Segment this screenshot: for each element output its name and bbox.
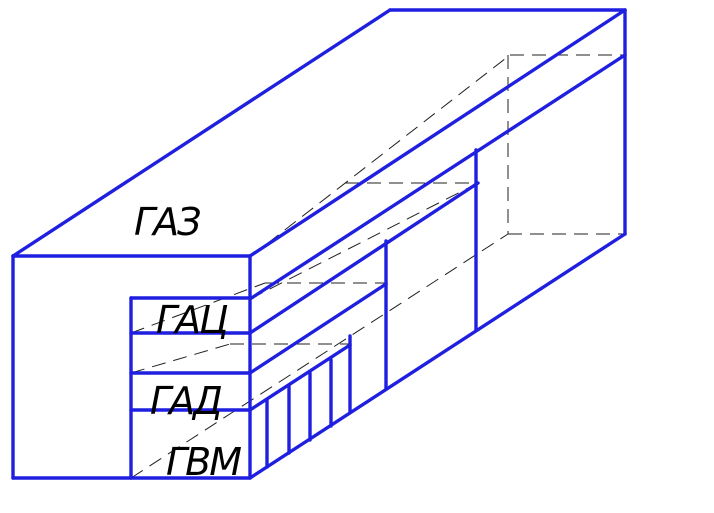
outer-box	[11, 8, 627, 480]
top-face-left-edge	[11, 8, 392, 258]
gac-shelf-diagonal	[248, 282, 388, 375]
hidden-edge-gad-back	[130, 343, 231, 374]
top-face-right-edge	[248, 8, 627, 258]
label-gac: ГАЦ	[156, 298, 228, 342]
label-gaz: ГАЗ	[134, 200, 201, 244]
label-gvm: ГВМ	[166, 440, 241, 484]
gaz-shelf-diagonal	[248, 181, 480, 335]
hidden-edge-floor-diagonal	[130, 233, 509, 479]
labels: ГАЗ ГАЦ ГАД ГВМ	[134, 200, 243, 484]
side-face-bottom-edge	[248, 232, 627, 480]
label-gad: ГАД	[150, 379, 221, 423]
hidden-edge-gac-back	[130, 282, 266, 334]
hidden-edge-gaz-back	[249, 182, 479, 300]
inner-compartments	[129, 148, 480, 480]
hidden-edges	[130, 54, 625, 479]
side-face-upper-edge	[248, 53, 627, 301]
gad-shelf-diagonal	[248, 343, 352, 412]
hidden-edge-back-top	[249, 54, 511, 258]
